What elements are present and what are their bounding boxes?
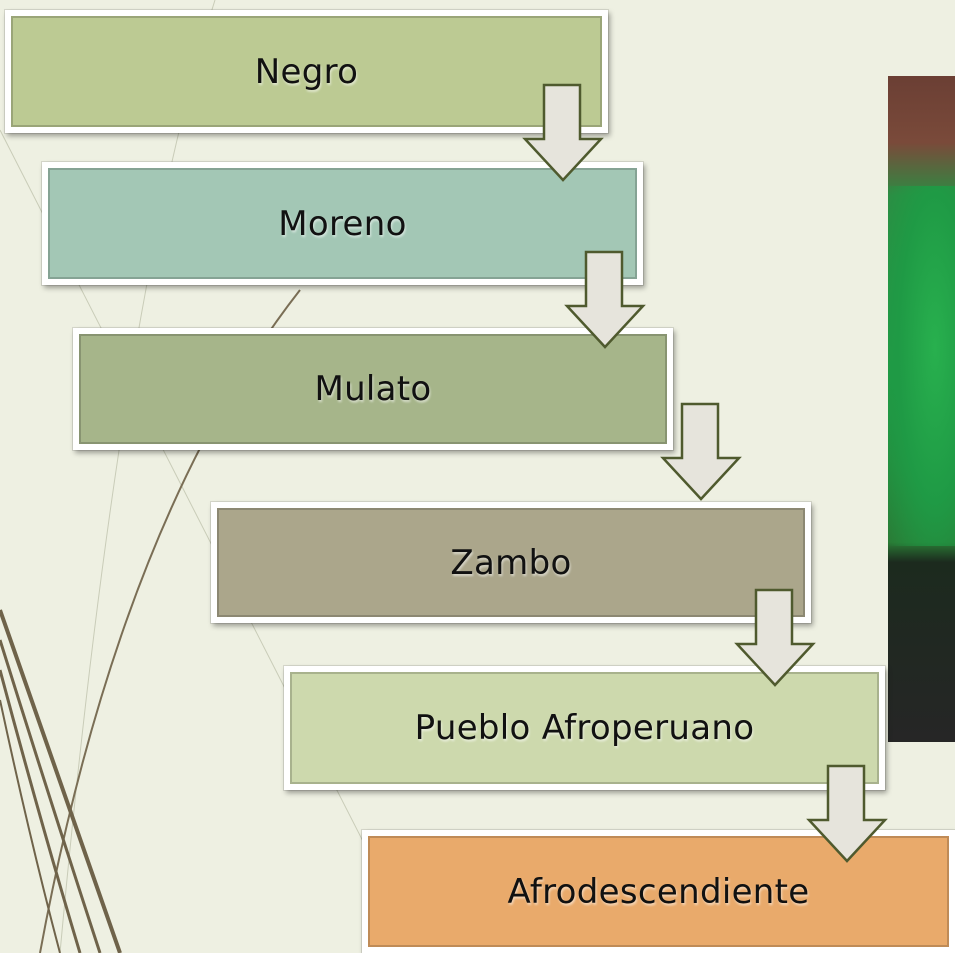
step-box-border: [217, 508, 805, 617]
photo-fragment: [888, 76, 955, 742]
step-box-negro: Negro: [5, 10, 608, 133]
photo-green-area: [888, 186, 955, 546]
step-box-mulato: Mulato: [73, 328, 673, 450]
step-box-pueblo-afroperuano: Pueblo Afroperuano: [284, 666, 885, 790]
step-box-moreno: Moreno: [42, 162, 643, 285]
step-box-zambo: Zambo: [211, 502, 811, 623]
step-label-afrodescendiente: Afrodescendiente: [507, 871, 810, 912]
down-arrow-icon: [806, 764, 888, 863]
down-arrow-icon: [660, 402, 742, 501]
step-label-pueblo-afroperuano: Pueblo Afroperuano: [414, 708, 755, 748]
step-box-border: [11, 16, 602, 127]
step-label-zambo: Zambo: [450, 542, 572, 583]
step-box-border: [368, 836, 949, 947]
step-label-moreno: Moreno: [278, 203, 407, 244]
step-box-border: [290, 672, 879, 784]
step-box-border: [79, 334, 667, 444]
step-label-negro: Negro: [254, 51, 359, 92]
step-label-mulato: Mulato: [314, 369, 432, 409]
down-arrow-icon: [734, 588, 816, 687]
step-box-border: [48, 168, 637, 279]
down-arrow-icon: [564, 250, 646, 349]
down-arrow-icon: [522, 83, 604, 182]
